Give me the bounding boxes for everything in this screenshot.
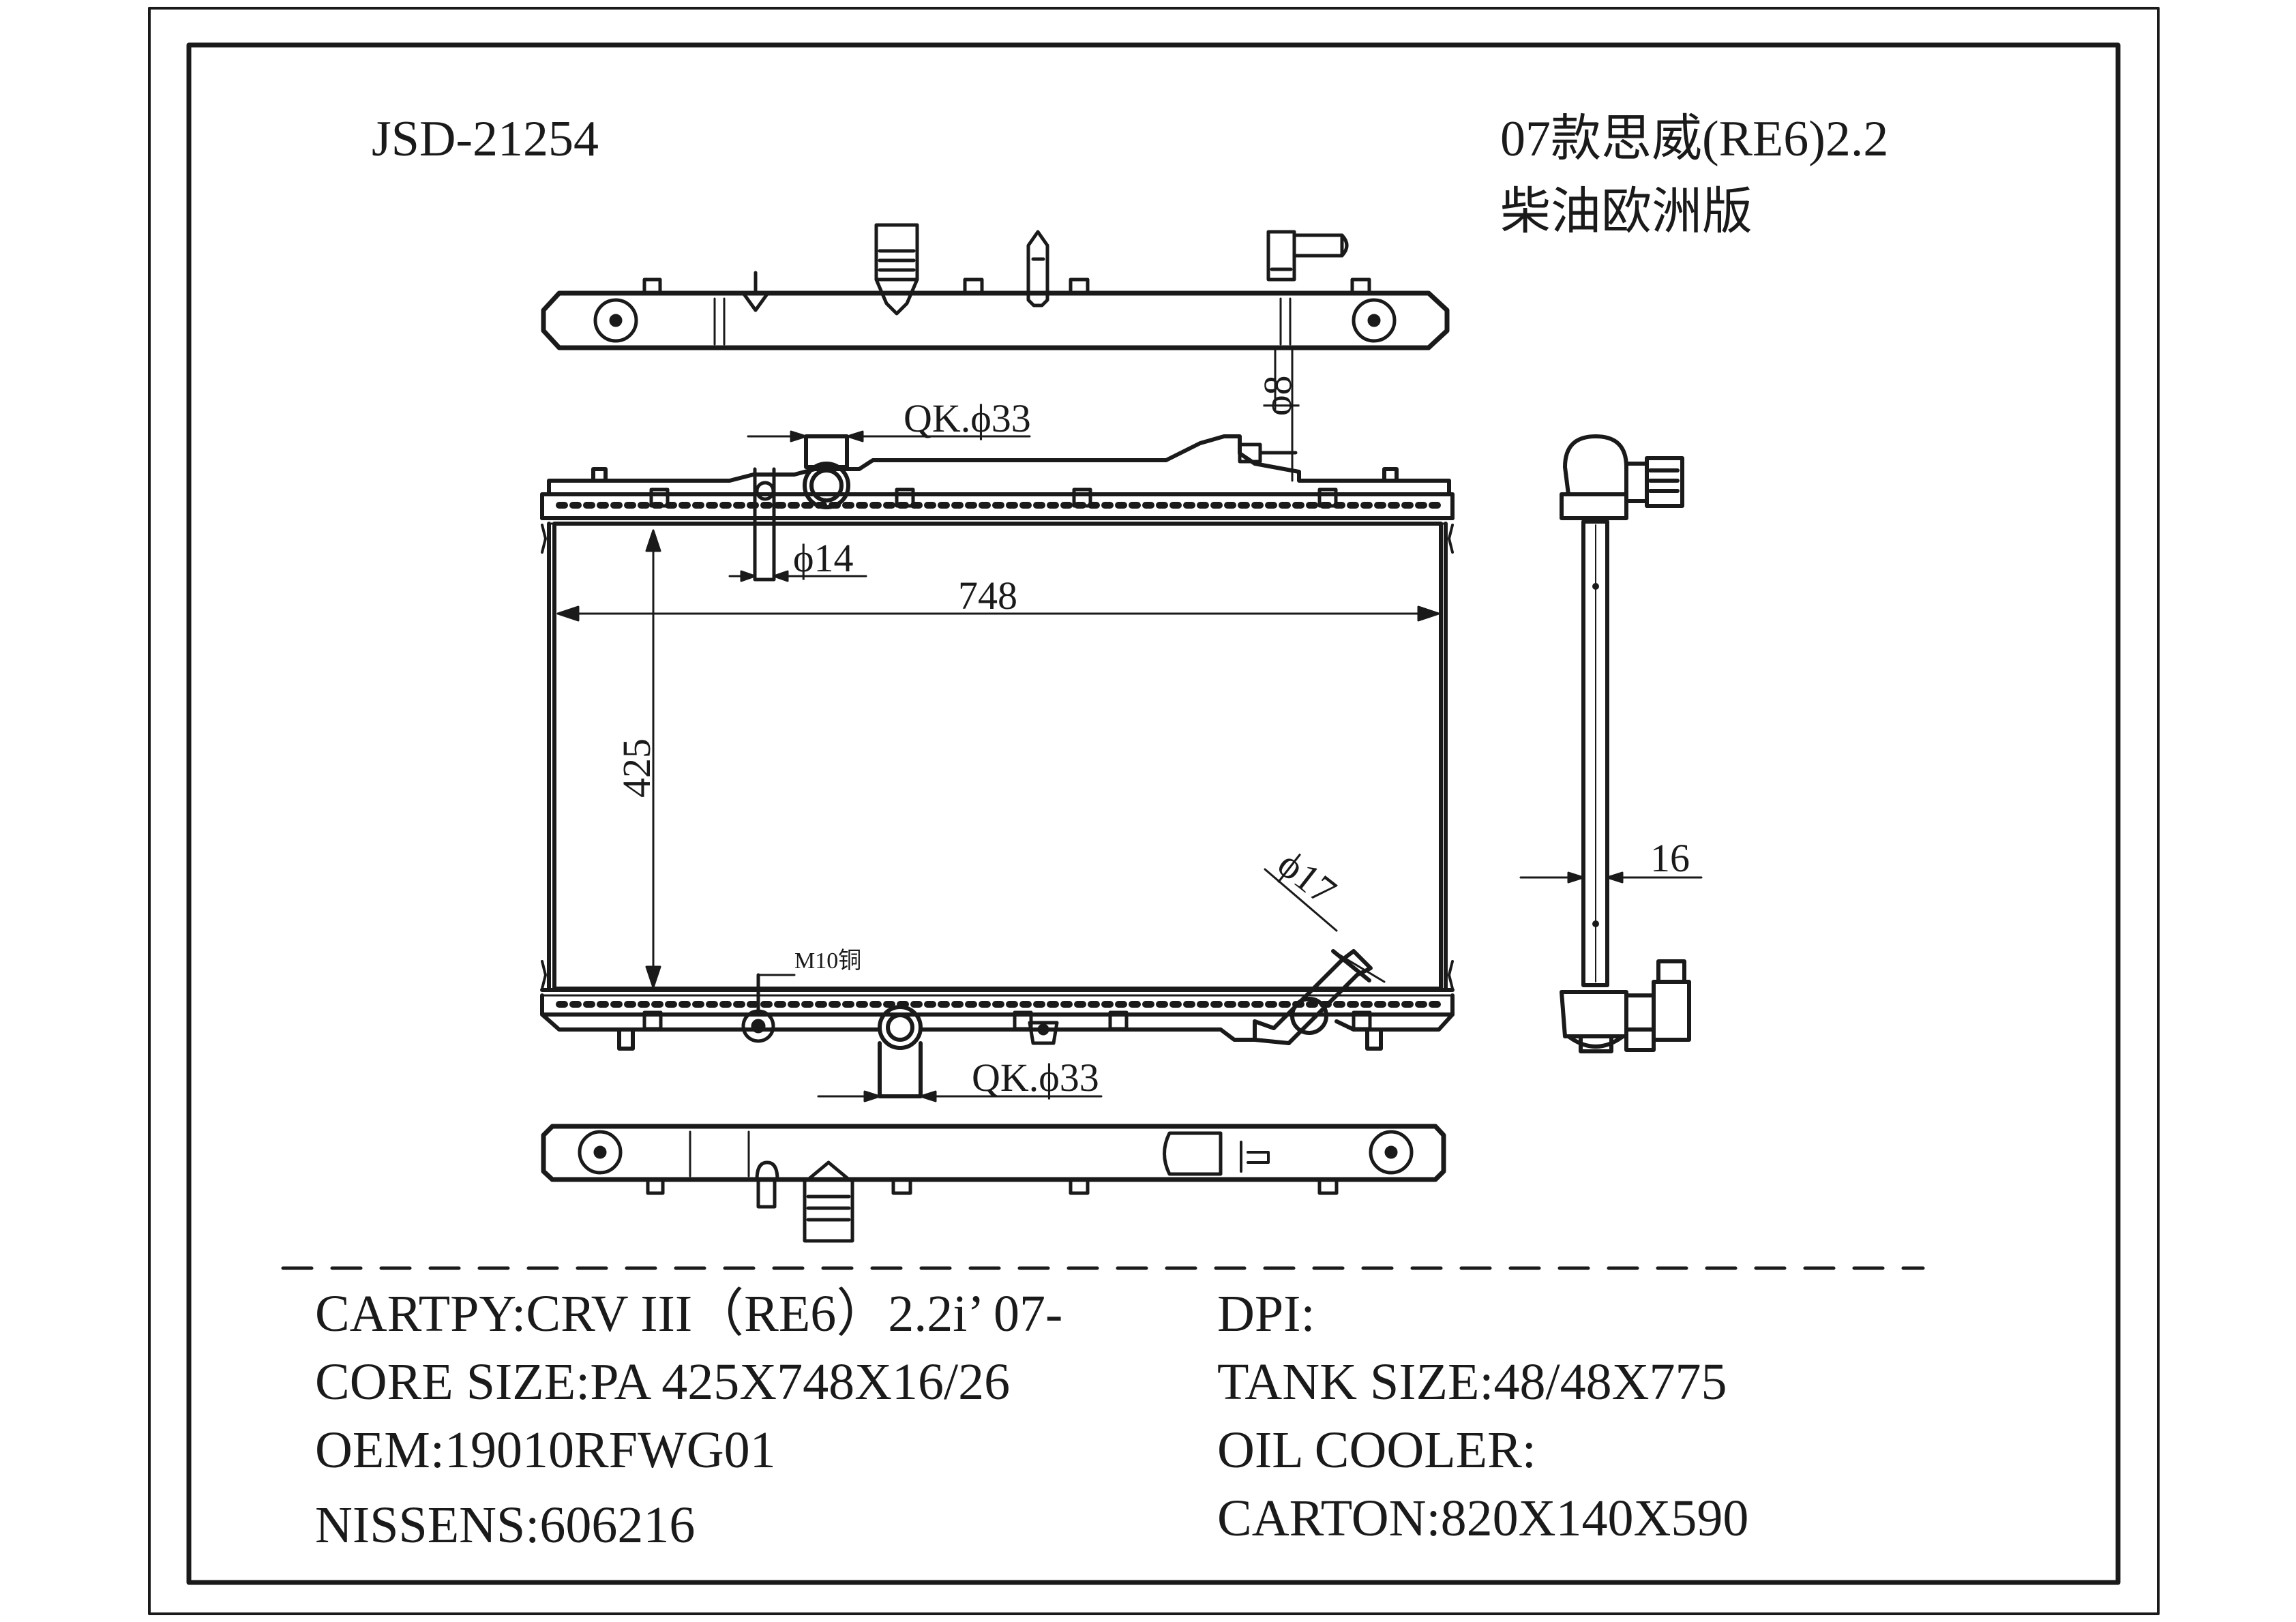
- model-line-2: 柴油欧洲版: [1500, 184, 1753, 240]
- front-upper-tank: [540, 434, 1455, 525]
- spec-nissens: NISSENS:606216: [315, 1497, 695, 1554]
- dim-thickness: 16: [1650, 836, 1690, 880]
- top-bracket-center: [1026, 230, 1049, 307]
- dim-phi14: ϕ14: [793, 536, 854, 580]
- dim-qk-bottom: QK.ϕ33: [972, 1055, 1099, 1100]
- top-inlet-elbow: [1266, 230, 1349, 282]
- front-upper-lugs: [649, 487, 1338, 508]
- part-number: JSD-21254: [372, 111, 599, 167]
- spec-block-right: DPI: TANK SIZE:48/48X775 OIL COOLER: CAR…: [1217, 1285, 1748, 1547]
- spec-cartpy: CARTPY:CRV III（RE6）2.2i’ 07-: [315, 1285, 1062, 1342]
- dim-height: 425: [614, 738, 659, 798]
- bottom-drain-pin: [755, 1160, 779, 1209]
- bottom-tank-view: [541, 1124, 1446, 1195]
- top-filler-neck: [874, 223, 919, 316]
- front-filler-cap: [803, 434, 850, 509]
- spec-oem: OEM:19010RFWG01: [315, 1422, 776, 1479]
- dim-width: 748: [958, 573, 1017, 618]
- front-oil-cooler-elbow: [1253, 949, 1373, 1045]
- dim-phi17: ϕ17: [1270, 841, 1345, 914]
- spec-carton: CARTON:820X140X590: [1217, 1490, 1748, 1547]
- bottom-tank-mount-right: [1369, 1130, 1414, 1175]
- dim-thread: M10铜: [794, 948, 861, 974]
- top-tank-mount-left: [593, 298, 638, 343]
- spec-dpi: DPI:: [1217, 1285, 1315, 1342]
- front-center-valve: [1028, 1021, 1059, 1045]
- front-lower-outlet: [878, 1005, 923, 1098]
- spec-tank-size: TANK SIZE:48/48X775: [1217, 1353, 1727, 1411]
- side-view: [1560, 434, 1691, 1053]
- front-drain-plug: [741, 973, 775, 1043]
- outer-frame: [148, 7, 2160, 1615]
- dimension-lines: [556, 346, 1703, 1102]
- inner-frame: [186, 42, 2121, 1585]
- front-lower-lugs: [642, 1010, 1372, 1031]
- model-line-1: 07款思威(RE6)2.2: [1500, 111, 1888, 167]
- bottom-outlet-neck: [803, 1160, 854, 1243]
- front-upper-outlet: [1238, 442, 1298, 464]
- dim-qk-top: QK.ϕ33: [904, 396, 1031, 440]
- bottom-tank-mount-left: [578, 1130, 623, 1175]
- top-small-pin: [741, 271, 770, 312]
- spec-core-size: CORE SIZE:PA 425X748X16/26: [315, 1353, 1010, 1411]
- spec-oil-cooler: OIL COOLER:: [1217, 1422, 1536, 1479]
- spec-block-left: CARTPY:CRV III（RE6）2.2i’ 07- CORE SIZE:P…: [315, 1285, 1062, 1554]
- dim-phi8: ϕ8: [1255, 375, 1300, 416]
- top-tank-mount-right: [1352, 298, 1397, 343]
- front-lower-tank: [540, 988, 1455, 1051]
- top-tank-view: [541, 277, 1450, 350]
